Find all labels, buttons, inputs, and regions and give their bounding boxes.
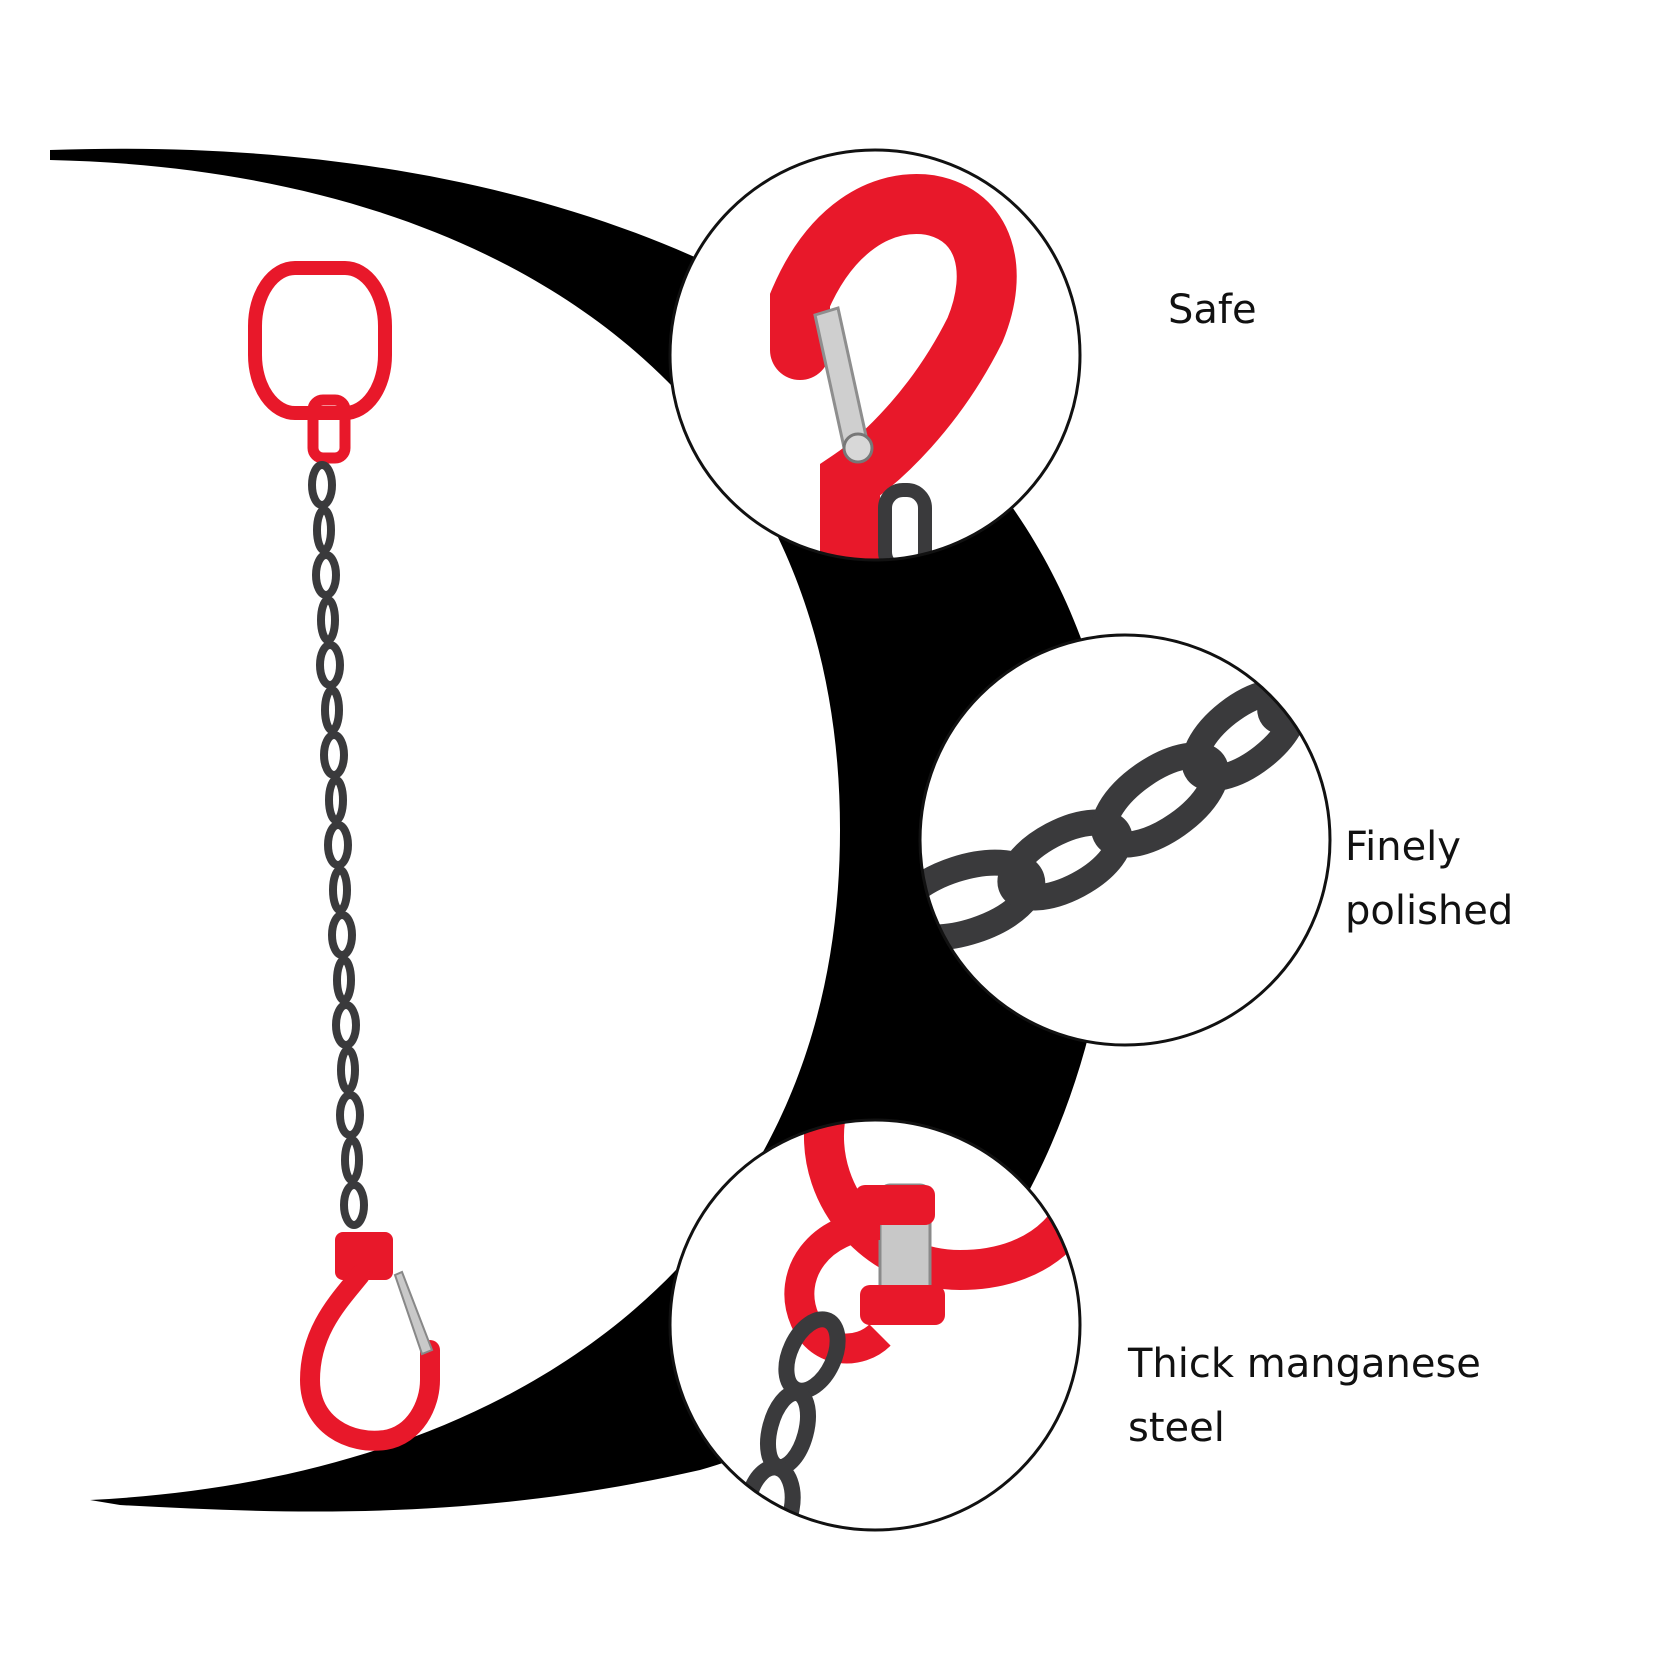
hook-closeup-icon [770, 174, 1017, 560]
hook-safety-latch [393, 1270, 434, 1356]
feature-label-finely-polished: Finely polished [1345, 815, 1513, 943]
hook-head [335, 1232, 393, 1280]
latch-bolt [842, 432, 874, 464]
feature-label-line: polished [1345, 888, 1514, 934]
feature-label-line: Thick manganese [1128, 1341, 1481, 1387]
chain-links [308, 461, 368, 1229]
detail-circle-chain [918, 633, 1332, 1047]
bottom-hook [299, 1265, 440, 1451]
master-ring [248, 261, 392, 420]
top-connector [307, 394, 351, 464]
link-closeup [878, 483, 932, 560]
feature-label-line: Safe [1168, 287, 1257, 333]
detail-circle-steel [668, 1118, 1082, 1532]
feature-label-thick-manganese-steel: Thick manganese steel [1128, 1332, 1481, 1460]
detail-circle-hook [668, 148, 1082, 562]
feature-label-line: Finely [1345, 824, 1461, 870]
feature-label-safe: Safe [1168, 278, 1257, 342]
chain-sling-product [248, 261, 440, 1451]
feature-label-line: steel [1128, 1405, 1225, 1451]
